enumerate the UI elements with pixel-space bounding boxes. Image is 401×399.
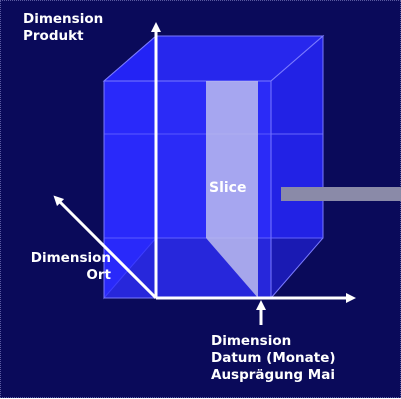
label-line: Dimension: [23, 11, 104, 27]
label-line: Ort: [86, 267, 111, 283]
label-line: Ausprägung Mai: [211, 367, 335, 383]
label-dimension-produkt: Dimension Produkt: [23, 11, 103, 45]
label-line: Datum (Monate): [211, 350, 336, 366]
axis-ort: [53, 195, 158, 300]
label-dimension-ort: Dimension Ort: [15, 250, 111, 284]
label-slice: Slice: [209, 180, 247, 196]
slice-pointer: [281, 187, 401, 201]
label-line: Dimension: [30, 250, 111, 266]
label-line: Dimension: [211, 333, 292, 349]
slice-plane: [206, 81, 258, 298]
label-dimension-datum: Dimension Datum (Monate) Ausprägung Mai: [211, 333, 336, 384]
label-line: Produkt: [23, 28, 84, 44]
cube-right-face: [270, 34, 324, 300]
